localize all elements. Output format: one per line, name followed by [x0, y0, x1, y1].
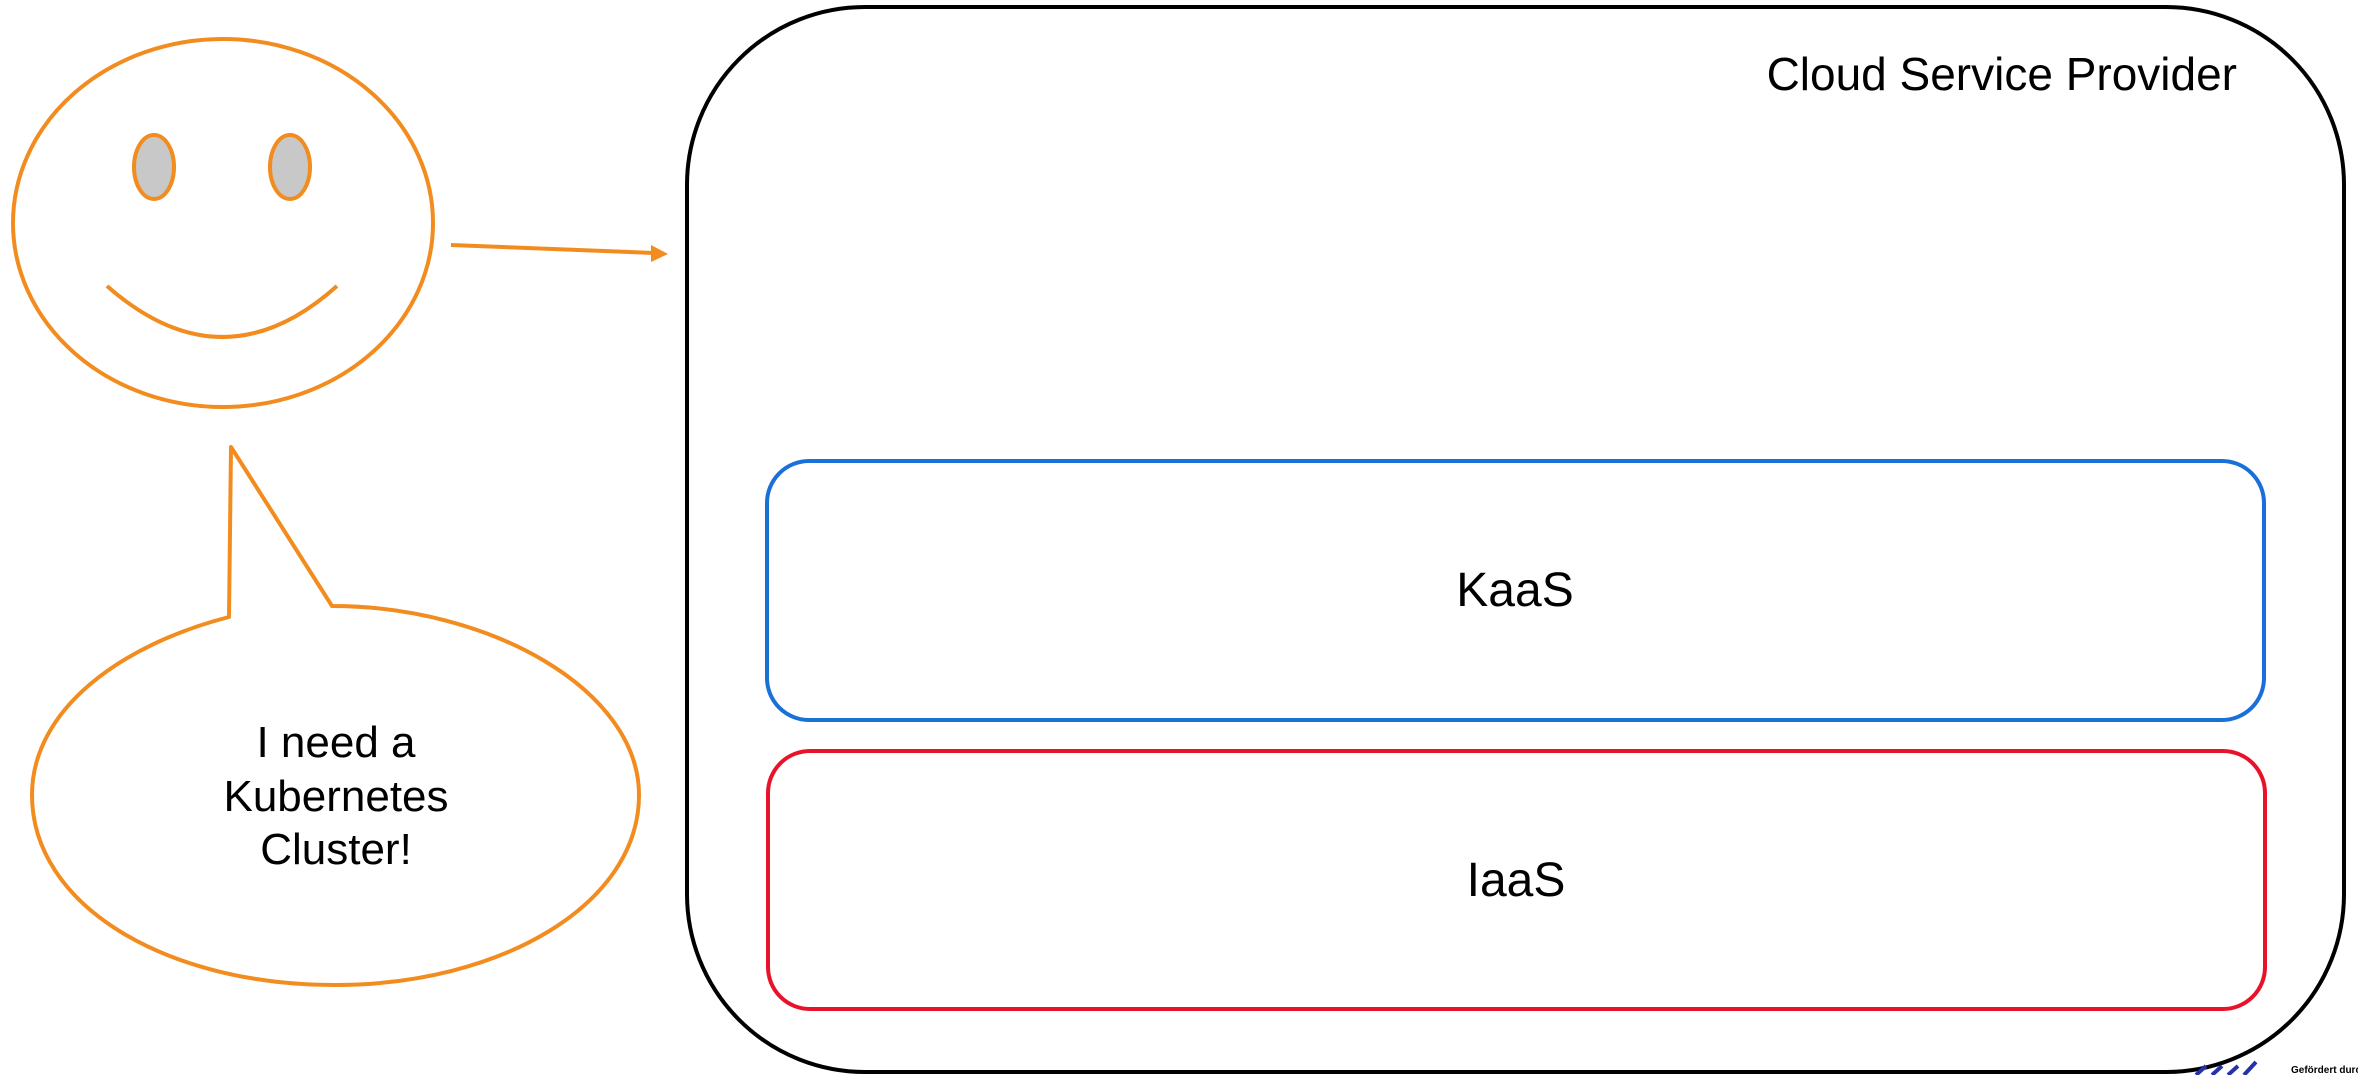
- kaas-layer: KaaS: [765, 459, 2266, 722]
- iaas-outline: [766, 749, 2267, 1011]
- speech-line-2: Kubernetes: [223, 772, 448, 821]
- cloud-service-provider-box: Cloud Service Provider: [685, 5, 2346, 1074]
- funding-logo-fragment: [2194, 1060, 2258, 1075]
- kaas-label: KaaS: [1456, 564, 1573, 617]
- speech-line-3: Cluster!: [260, 825, 412, 874]
- provider-outline: [685, 5, 2346, 1074]
- request-arrow-icon: [450, 243, 668, 262]
- smiley-face-icon: [11, 37, 435, 409]
- iaas-label: IaaS: [1467, 854, 1566, 907]
- kaas-outline: [765, 459, 2266, 722]
- right-eye: [268, 133, 312, 201]
- face-outline: [11, 37, 435, 409]
- funding-note: Gefördert durch:: [2291, 1065, 2358, 1075]
- iaas-layer: IaaS: [766, 749, 2267, 1011]
- smile-mouth: [105, 284, 339, 339]
- speech-line-1: I need a: [256, 718, 416, 767]
- speech-bubble: I need a Kubernetes Cluster!: [30, 445, 641, 987]
- provider-title: Cloud Service Provider: [1767, 48, 2237, 100]
- left-eye: [132, 133, 176, 201]
- speech-bubble-outline: [30, 445, 641, 987]
